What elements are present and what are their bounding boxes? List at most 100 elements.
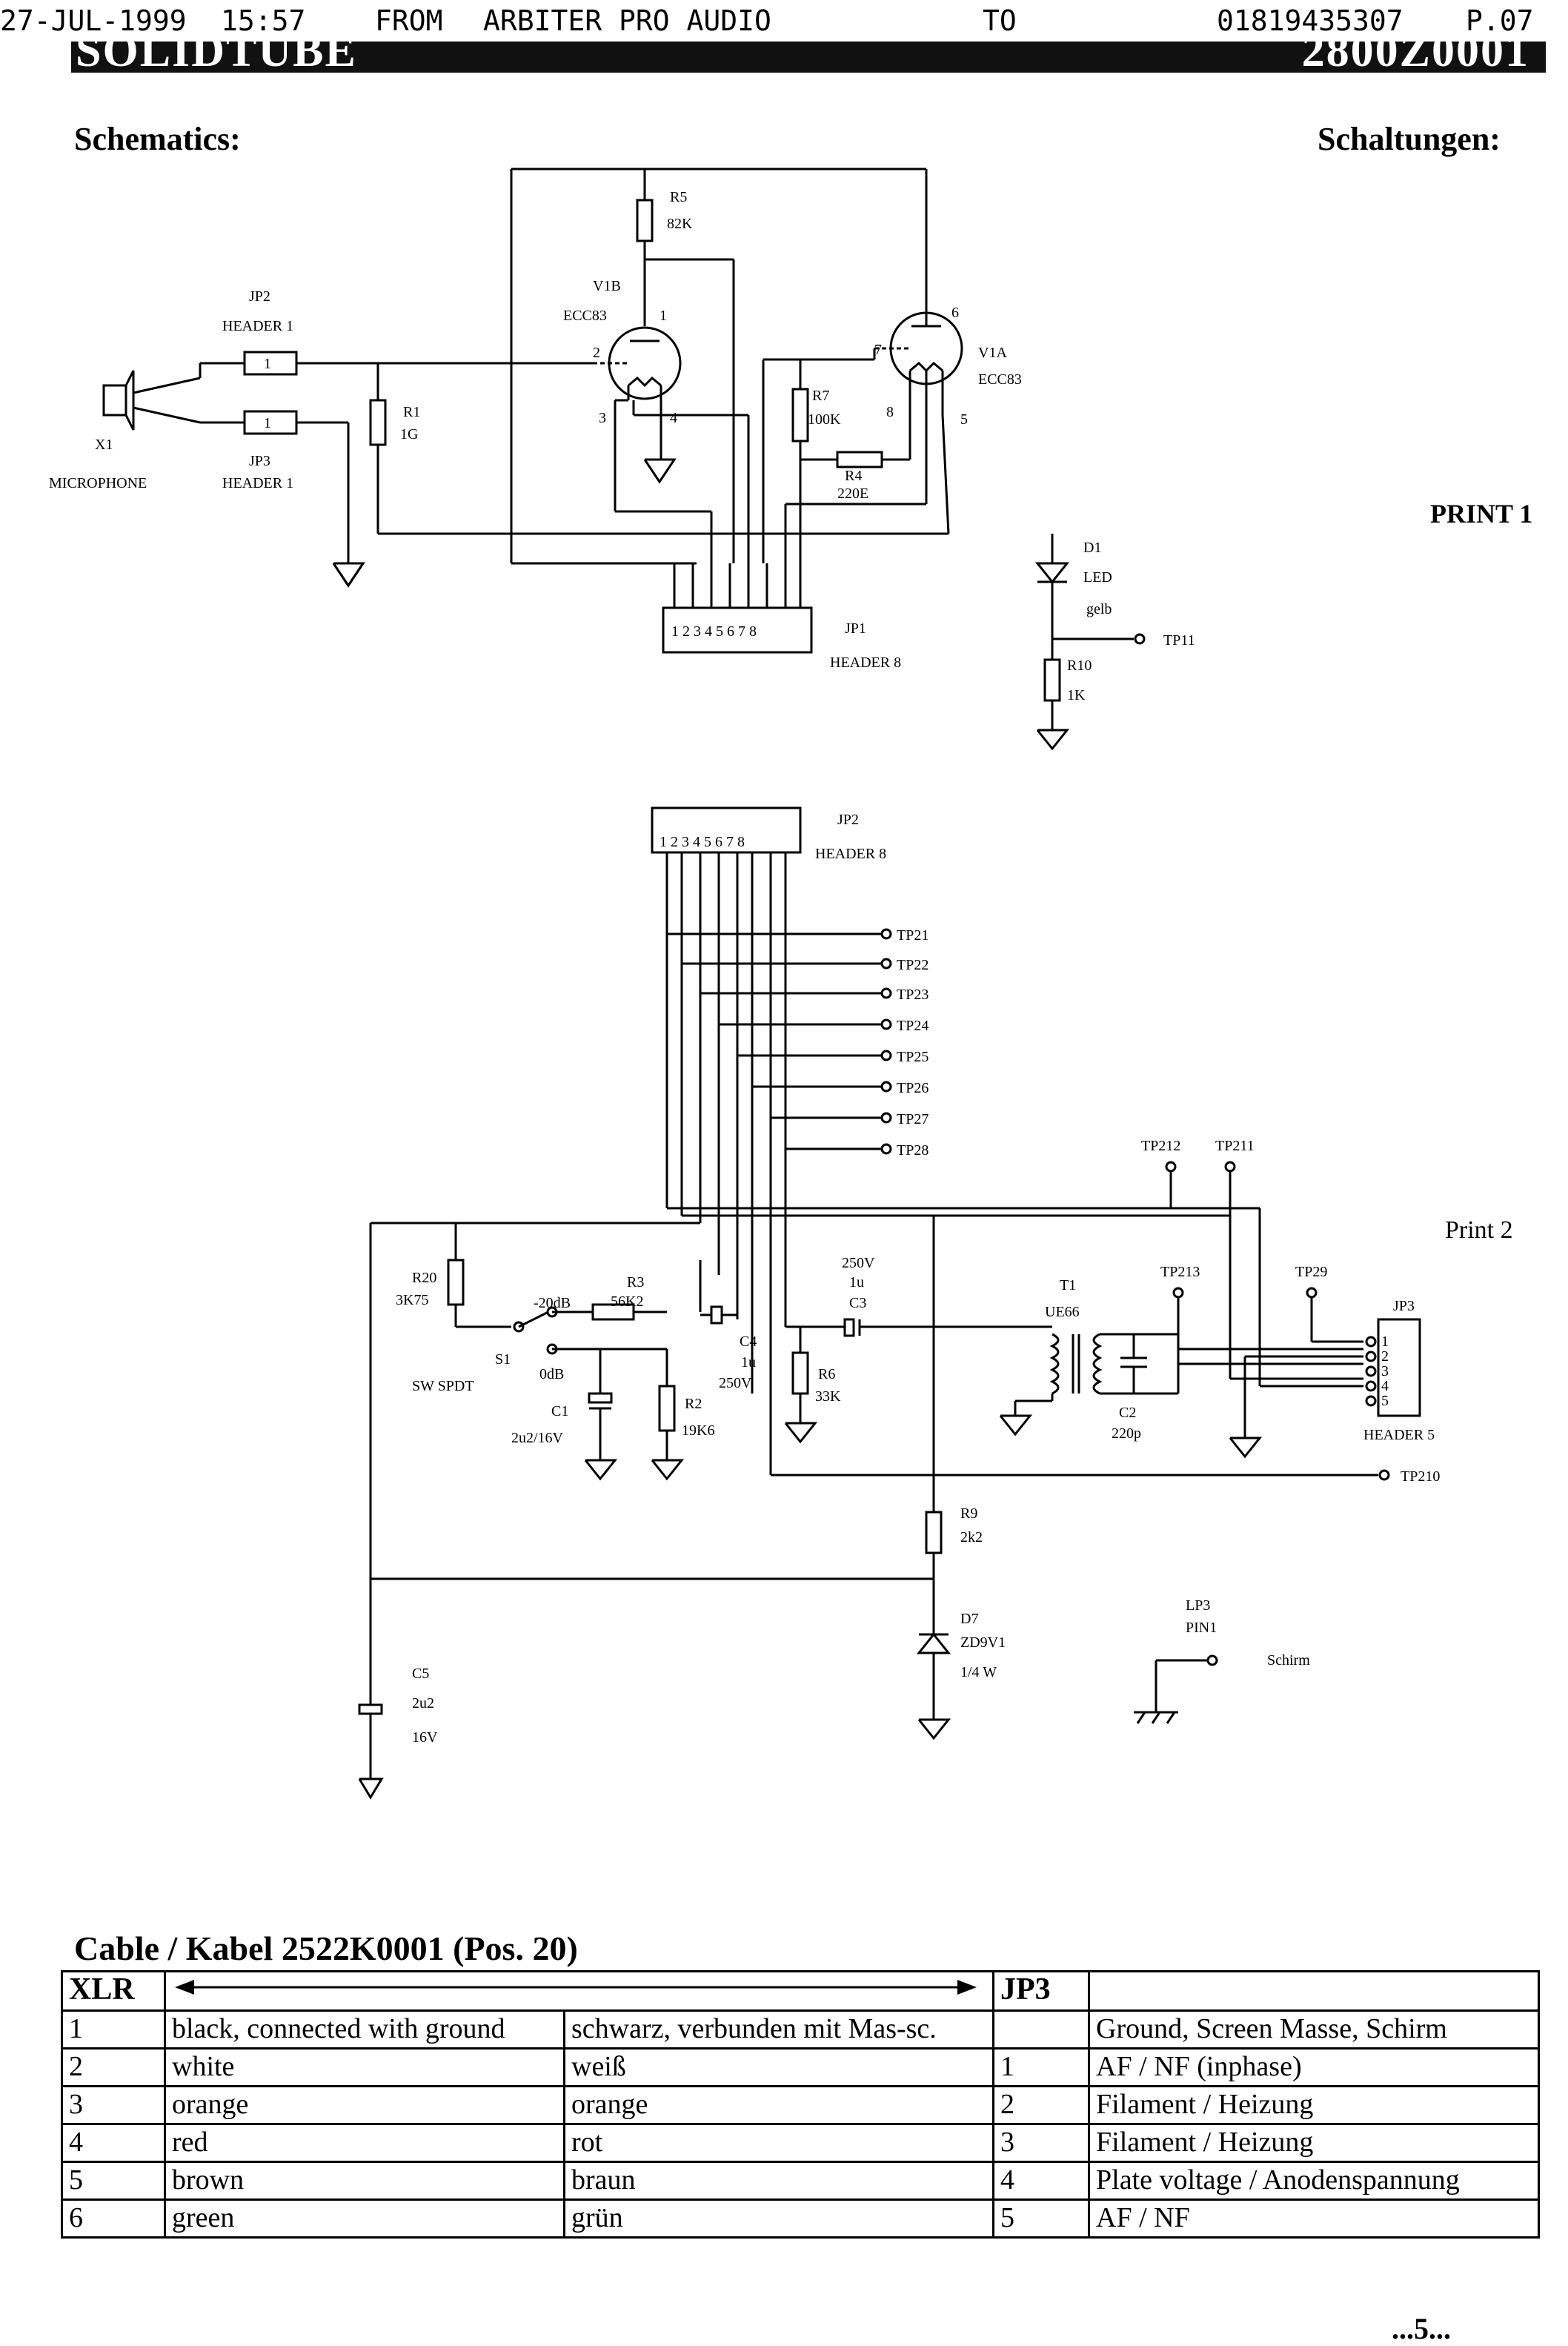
r1-resistor xyxy=(369,399,387,446)
label: JP2 xyxy=(249,288,270,305)
label: MICROPHONE xyxy=(49,475,147,491)
label: R5 xyxy=(670,189,687,205)
tp11-point xyxy=(1134,633,1146,645)
d7-zener xyxy=(916,1632,951,1654)
label: R6 xyxy=(818,1366,835,1382)
d1-led xyxy=(1034,562,1070,584)
label: UE66 xyxy=(1045,1304,1080,1320)
table-cell: Ground, Screen Masse, Schirm xyxy=(1088,2009,1540,2050)
label: PIN1 xyxy=(1186,1620,1217,1636)
title-banner: SOLIDTUBE 2800Z0001 xyxy=(71,42,1546,73)
label: 100K xyxy=(808,411,841,428)
table-row: 4 red rot 3 Filament / Heizung xyxy=(61,2123,1540,2163)
mic-body xyxy=(102,384,127,417)
label: HEADER 1 xyxy=(222,475,293,491)
label: 7 xyxy=(874,342,882,358)
table-cell: 5 xyxy=(992,2198,1090,2239)
c4-capacitor xyxy=(710,1305,723,1325)
print2-label: Print 2 xyxy=(1445,1216,1513,1244)
label: 1u xyxy=(849,1274,864,1290)
label: D1 xyxy=(1083,540,1101,556)
label: gelb xyxy=(1086,601,1112,617)
heading-schematics: Schematics: xyxy=(74,121,241,157)
label: TP26 xyxy=(897,1080,928,1096)
label: R4 xyxy=(845,468,862,484)
label: 5 xyxy=(960,411,968,428)
label: 2k2 xyxy=(960,1529,983,1545)
label: 250V xyxy=(719,1375,752,1391)
label: 3K75 xyxy=(396,1292,428,1308)
label: TP23 xyxy=(897,987,928,1003)
label: R20 xyxy=(412,1270,436,1286)
table-cell: AF / NF xyxy=(1088,2198,1540,2239)
label: HEADER 5 xyxy=(1363,1427,1435,1443)
banner-product: SOLIDTUBE xyxy=(76,42,357,73)
label: TP11 xyxy=(1163,632,1195,649)
v1b-tube xyxy=(608,326,682,400)
wires-print2 xyxy=(358,806,1421,1800)
jp2-header-box xyxy=(651,806,802,854)
label: TP29 xyxy=(1295,1264,1327,1280)
r2-resistor xyxy=(658,1385,676,1432)
label: 250V xyxy=(842,1255,875,1271)
label: 220p xyxy=(1112,1425,1141,1442)
label: 8 xyxy=(886,404,894,420)
fax-to-label: TO xyxy=(983,4,1017,37)
r7-resistor xyxy=(791,388,809,443)
label: HEADER 8 xyxy=(815,846,886,862)
table-cell: grün xyxy=(563,2198,994,2239)
label: R10 xyxy=(1067,657,1092,674)
table-cell: 2 xyxy=(61,2047,166,2087)
fax-number: 01819435307 xyxy=(1217,4,1403,37)
c1-capacitor xyxy=(588,1392,613,1404)
schematic-labels: PRINT 1 Print 2 JP2 HEADER 1 1 1 JP3 HEA… xyxy=(49,189,1532,1746)
table-row: 5 brown braun 4 Plate voltage / Anodensp… xyxy=(61,2161,1540,2201)
label: 6 xyxy=(951,305,959,321)
jp3-header-box xyxy=(1377,1318,1421,1417)
table-cell: red xyxy=(164,2123,565,2163)
table-cell: 1 xyxy=(61,2009,166,2050)
table-cell: 1 xyxy=(992,2047,1090,2087)
label: TP24 xyxy=(897,1018,928,1034)
label: X1 xyxy=(95,437,113,453)
heading-schaltungen: Schaltungen: xyxy=(1318,121,1501,157)
banner-code: 2800Z0001 xyxy=(1301,42,1529,73)
c3-capacitor xyxy=(843,1318,855,1337)
table-cell: black, connected with ground xyxy=(164,2009,565,2050)
table-cell: weiß xyxy=(563,2047,994,2087)
mic-head xyxy=(124,370,135,431)
label: C4 xyxy=(740,1333,757,1350)
table-cell: orange xyxy=(164,2085,565,2125)
table-row: 6 green grün 5 AF / NF xyxy=(61,2198,1540,2239)
t1-secondary xyxy=(1092,1333,1103,1395)
table-row: 3 orange orange 2 Filament / Heizung xyxy=(61,2085,1540,2125)
label: 2 xyxy=(593,345,600,361)
label: R3 xyxy=(627,1274,644,1290)
label: HEADER 1 xyxy=(222,318,293,334)
label: LED xyxy=(1083,569,1112,586)
label: LP3 xyxy=(1186,1597,1210,1614)
label: TP27 xyxy=(897,1111,928,1127)
fax-sender: ARBITER PRO AUDIO xyxy=(483,4,771,37)
label: 19K6 xyxy=(682,1422,714,1439)
table-cell: AF / NF (inphase) xyxy=(1088,2047,1540,2087)
table-cell: braun xyxy=(563,2161,994,2201)
page-number: ...5... xyxy=(1392,2312,1451,2345)
label: 3 xyxy=(599,410,606,426)
label: TP25 xyxy=(897,1049,928,1065)
table-row: 2 white weiß 1 AF / NF (inphase) xyxy=(61,2047,1540,2087)
label: TP210 xyxy=(1401,1468,1440,1485)
label: C2 xyxy=(1119,1405,1136,1421)
r5-resistor xyxy=(636,199,654,242)
label: SW SPDT xyxy=(412,1378,474,1394)
table-header-cell: XLR xyxy=(61,1970,166,2012)
label: R1 xyxy=(403,404,420,420)
label: ZD9V1 xyxy=(960,1634,1006,1651)
label: 1K xyxy=(1067,687,1086,703)
table-cell: 4 xyxy=(992,2161,1090,2201)
r9-resistor xyxy=(925,1511,943,1554)
label: HEADER 8 xyxy=(830,655,901,671)
label: 1 2 3 4 5 6 7 8 xyxy=(660,834,745,850)
label: TP28 xyxy=(897,1142,928,1159)
double-arrow-icon xyxy=(175,1980,977,1995)
